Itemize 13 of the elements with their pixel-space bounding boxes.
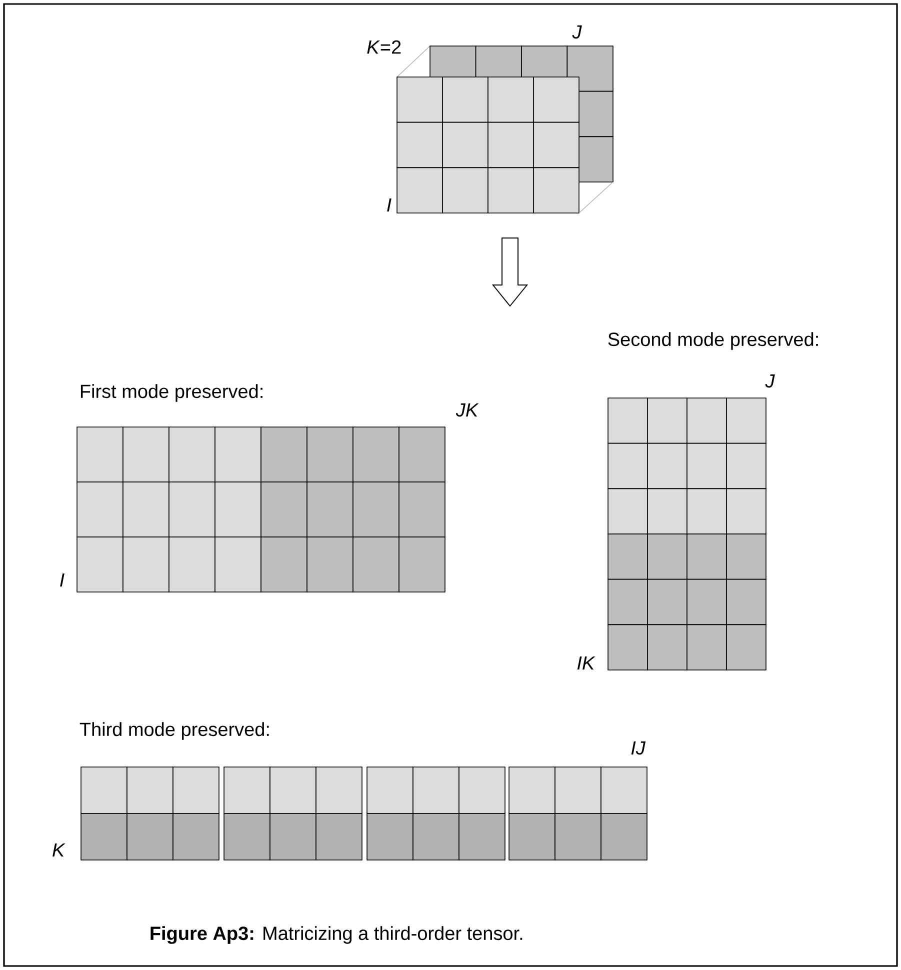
axis-label: K=2 (367, 40, 401, 54)
axis-label: J (765, 374, 775, 388)
axis-label: IJ (631, 741, 646, 755)
axis-label: I (60, 573, 64, 587)
axis-label: J (572, 25, 582, 39)
axis-label: First mode preserved: (80, 384, 262, 402)
axis-label: JK (456, 403, 479, 417)
axis-label: K (52, 843, 66, 857)
axis-label: Third mode preserved: (80, 722, 269, 740)
caption: Figure Ap3: Matricizing a third-order tensor. (150, 926, 522, 944)
axis-label: Second mode preserved: (608, 332, 818, 350)
axis-label: I (387, 198, 392, 212)
axis-label: IK (577, 656, 596, 670)
